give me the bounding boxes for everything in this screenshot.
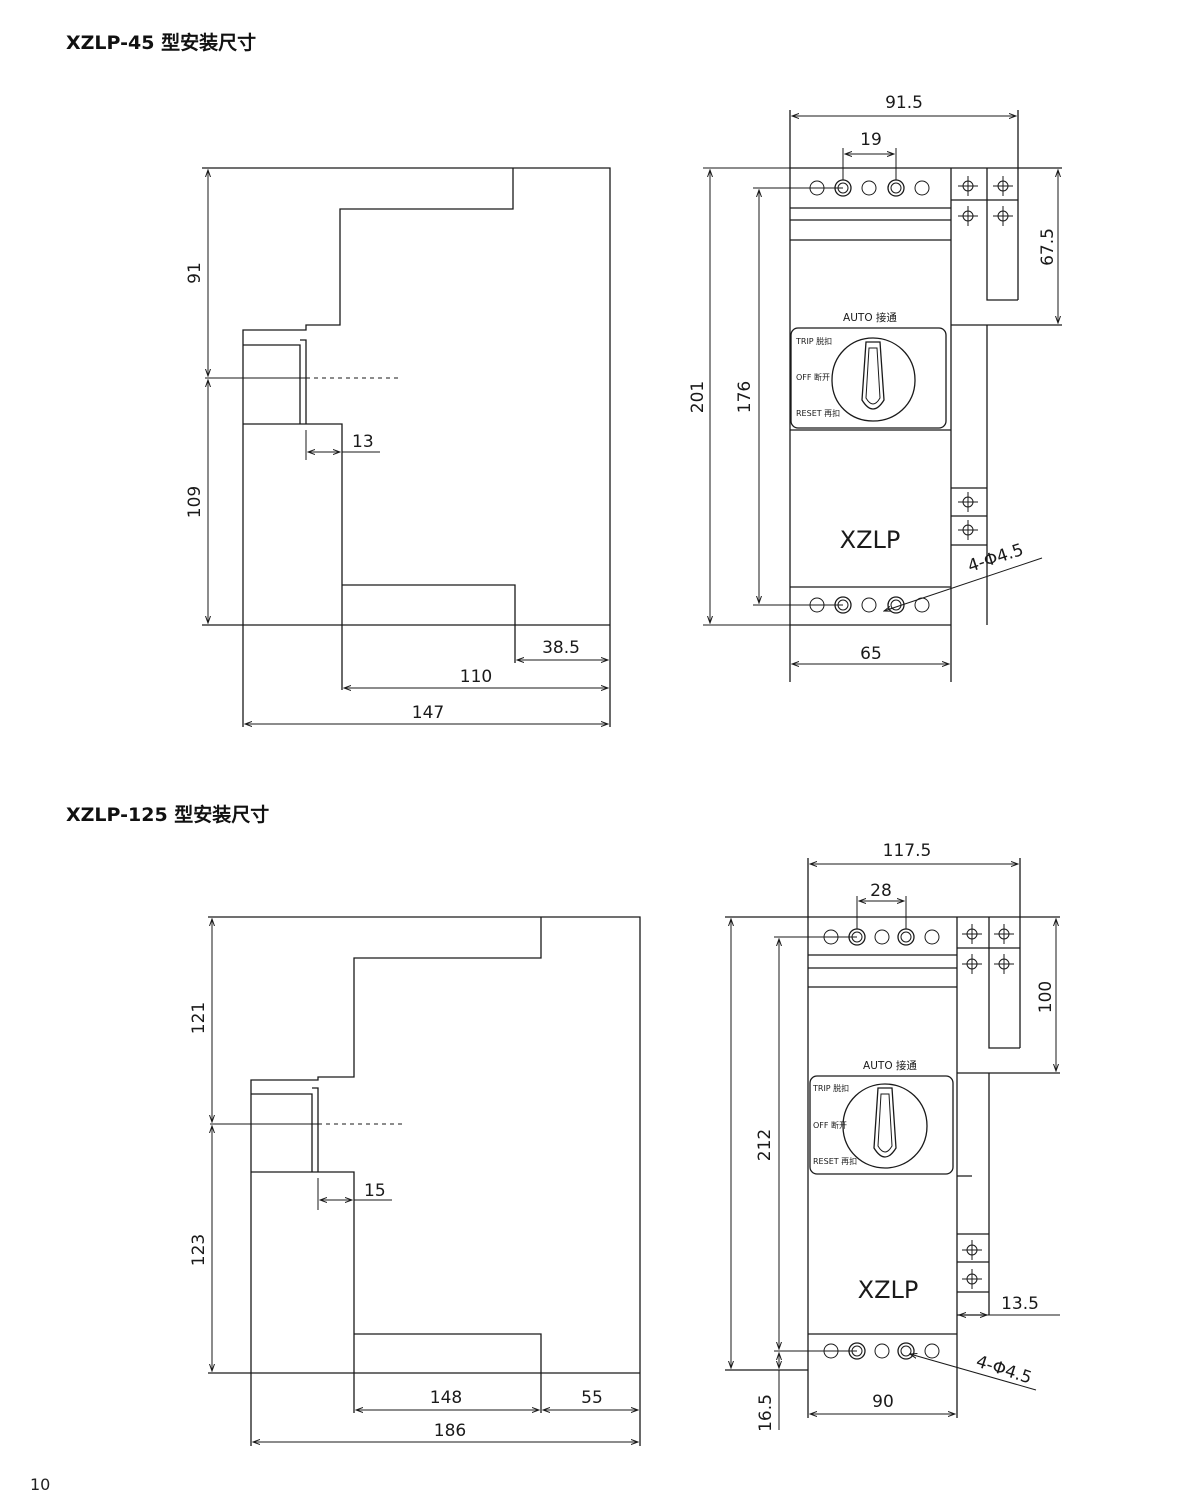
dim-125-front-rail-height: 100 <box>1036 981 1056 1013</box>
dim-125-side-height-bottom: 123 <box>189 1234 209 1266</box>
mount-screw-icons-125 <box>962 924 1014 1289</box>
dim-125-side-depth-total: 186 <box>434 1421 466 1441</box>
dim-45-side-depth-mid: 110 <box>460 667 492 687</box>
xzlp45-side-outline <box>202 167 611 727</box>
dim-125-front-width-top: 117.5 <box>883 841 932 861</box>
dim-125-hole-spec: 4-Φ4.5 <box>973 1352 1034 1389</box>
dim-45-side-offset: 13 <box>352 432 374 452</box>
rotary-switch-knob-125 <box>842 1083 928 1169</box>
dim-45-front-rail-height: 67.5 <box>1038 228 1058 266</box>
section-title-xzlp125: XZLP-125 型安装尺寸 <box>66 804 270 826</box>
section-title-xzlp45: XZLP-45 型安装尺寸 <box>66 32 257 54</box>
dim-45-front-width-top: 91.5 <box>885 93 923 113</box>
dim-125-front-bottom-offset: 16.5 <box>756 1394 776 1432</box>
brand-label-45: XZLP <box>840 526 901 554</box>
dim-45-front-total-height: 201 <box>688 381 708 413</box>
dim-125-front-mount-height: 212 <box>755 1129 775 1161</box>
dim-125-side-offset: 15 <box>364 1181 386 1201</box>
mount-screw-icons-45 <box>958 176 1013 540</box>
xzlp125-side-view: 121 123 15 148 55 186 <box>189 916 641 1446</box>
brand-label-125: XZLP <box>858 1276 919 1304</box>
xzlp45-front-outline <box>789 110 1062 682</box>
switch-label-trip-125: TRIP 脱扣 <box>812 1083 849 1093</box>
switch-label-trip-45: TRIP 脱扣 <box>795 336 832 346</box>
xzlp45-side-view: 91 109 13 38.5 110 147 <box>185 167 611 727</box>
dim-45-side-height-bottom: 109 <box>185 486 205 518</box>
xzlp45-front-view: AUTO 接通 TRIP 脱扣 OFF 断开 RESET 再扣 XZLP <box>688 93 1062 682</box>
page-number: 10 <box>30 1475 51 1494</box>
dim-45-front-mount-height: 176 <box>735 381 755 413</box>
dim-45-side-height-top: 91 <box>185 262 205 284</box>
xzlp125-front-outline <box>725 858 1060 1418</box>
switch-label-reset-125: RESET 再扣 <box>813 1156 857 1166</box>
switch-label-off-45: OFF 断开 <box>796 372 830 382</box>
switch-label-off-125: OFF 断开 <box>813 1120 847 1130</box>
dim-125-front-hole-spacing: 28 <box>870 881 892 901</box>
dim-45-side-depth-total: 147 <box>412 703 444 723</box>
switch-label-reset-45: RESET 再扣 <box>796 408 840 418</box>
switch-label-auto-125: AUTO 接通 <box>863 1059 917 1072</box>
switch-label-auto-45: AUTO 接通 <box>843 311 897 324</box>
rotary-switch-knob <box>831 337 916 422</box>
dim-125-front-width-bottom: 90 <box>872 1392 894 1412</box>
dim-45-front-hole-spacing: 19 <box>860 130 882 150</box>
dim-125-front-side-offset: 13.5 <box>1001 1294 1039 1314</box>
dim-45-side-depth-front: 38.5 <box>542 638 580 658</box>
dim-125-side-height-top: 121 <box>189 1002 209 1034</box>
dim-45-front-width-bottom: 65 <box>860 644 882 664</box>
dim-125-side-depth-front: 55 <box>581 1388 603 1408</box>
dim-125-side-depth-mid: 148 <box>430 1388 462 1408</box>
xzlp125-side-outline <box>208 916 641 1446</box>
xzlp125-front-view: AUTO 接通 TRIP 脱扣 OFF 断开 RESET 再扣 XZLP <box>725 841 1060 1432</box>
